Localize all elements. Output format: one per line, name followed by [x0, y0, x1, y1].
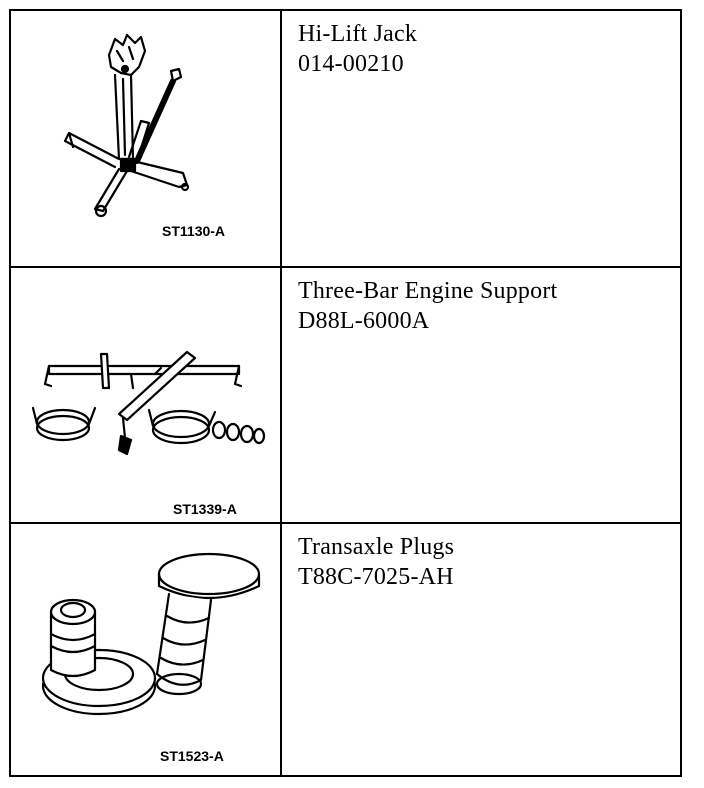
- table-row: ST1339-A Three-Bar Engine Support D88L-6…: [11, 268, 680, 524]
- special-tools-table: ST1130-A Hi-Lift Jack 014-00210: [9, 9, 682, 777]
- engine-support-illustration: [31, 350, 266, 456]
- table-row: ST1523-A Transaxle Plugs T88C-7025-AH: [11, 524, 680, 775]
- illustration-cell: ST1130-A: [11, 11, 282, 266]
- illustration-code: ST1130-A: [162, 223, 226, 239]
- description-cell: Three-Bar Engine Support D88L-6000A: [282, 268, 680, 522]
- hi-lift-jack-illustration: [63, 33, 190, 218]
- description-cell: Hi-Lift Jack 014-00210: [282, 11, 680, 266]
- part-number: 014-00210: [298, 51, 404, 77]
- tool-name: Transaxle Plugs: [298, 534, 455, 560]
- illustration-cell: ST1523-A: [11, 524, 282, 775]
- illustration-code: ST1339-A: [173, 501, 237, 517]
- illustration-cell: ST1339-A: [11, 268, 282, 522]
- illustration-code: ST1523-A: [160, 748, 224, 764]
- table-row: ST1130-A Hi-Lift Jack 014-00210: [11, 11, 680, 268]
- tool-name: Hi-Lift Jack: [298, 21, 418, 47]
- part-number: T88C-7025-AH: [298, 564, 454, 590]
- description-cell: Transaxle Plugs T88C-7025-AH: [282, 524, 680, 775]
- tool-name: Three-Bar Engine Support: [298, 278, 558, 304]
- part-number: D88L-6000A: [298, 308, 430, 334]
- transaxle-plugs-illustration: [41, 552, 261, 716]
